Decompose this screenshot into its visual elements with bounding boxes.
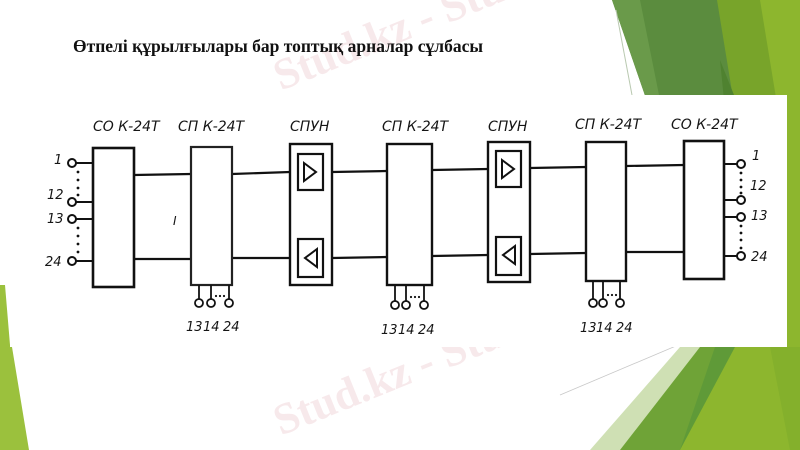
- svg-text:24: 24: [223, 320, 240, 335]
- amplifier-reverse-icon: [501, 244, 516, 266]
- amplifier-forward-icon: [501, 158, 516, 180]
- svg-text:24: 24: [751, 250, 768, 265]
- svg-text:12: 12: [47, 188, 64, 203]
- block-spun-1: СПУН: [288, 119, 334, 287]
- svg-text:СПУН: СПУН: [290, 119, 330, 135]
- block-sok-right: СО К-24Т: [671, 117, 739, 281]
- svg-text:13: 13: [186, 320, 203, 335]
- svg-text:14: 14: [203, 320, 220, 335]
- svg-text:СП К-24Т: СП К-24Т: [575, 117, 643, 133]
- svg-text:I: I: [173, 214, 177, 228]
- left-terminals: [67, 158, 93, 266]
- svg-text:13: 13: [381, 323, 398, 338]
- svg-text:24: 24: [418, 323, 435, 338]
- block-spk-1: СП К-24Т 13 14 24: [178, 119, 246, 335]
- svg-text:СО К-24Т: СО К-24Т: [671, 117, 739, 133]
- svg-text:12: 12: [750, 179, 767, 194]
- block-sok-left: СО К-24Т: [91, 119, 161, 289]
- block-spk-2: СП К-24Т 13 14 24: [381, 119, 450, 338]
- svg-text:14: 14: [398, 323, 415, 338]
- svg-text:СО К-24Т: СО К-24Т: [93, 119, 161, 135]
- amplifier-reverse-icon: [303, 247, 318, 269]
- svg-text:СП К-24Т: СП К-24Т: [178, 119, 246, 135]
- svg-text:СПУН: СПУН: [488, 119, 528, 135]
- svg-text:24: 24: [45, 255, 62, 270]
- svg-text:1: 1: [752, 149, 760, 164]
- amplifier-forward-icon: [303, 161, 318, 183]
- right-terminals: [724, 159, 746, 261]
- svg-text:24: 24: [616, 321, 633, 336]
- svg-text:1: 1: [54, 153, 62, 168]
- svg-text:14: 14: [596, 321, 613, 336]
- svg-text:13: 13: [47, 212, 64, 227]
- block-spk-3: СП К-24Т 13 14 24: [575, 117, 643, 336]
- slide-title: Өтпелі құрылғылары бар топтық арналар сұ…: [73, 36, 484, 56]
- svg-text:СП К-24Т: СП К-24Т: [382, 119, 450, 135]
- block-spun-2: СПУН: [486, 119, 532, 284]
- block-diagram: СО К-24Т 1 12 13 24 I СП К: [10, 95, 787, 347]
- svg-text:13: 13: [580, 321, 597, 336]
- svg-text:13: 13: [751, 209, 768, 224]
